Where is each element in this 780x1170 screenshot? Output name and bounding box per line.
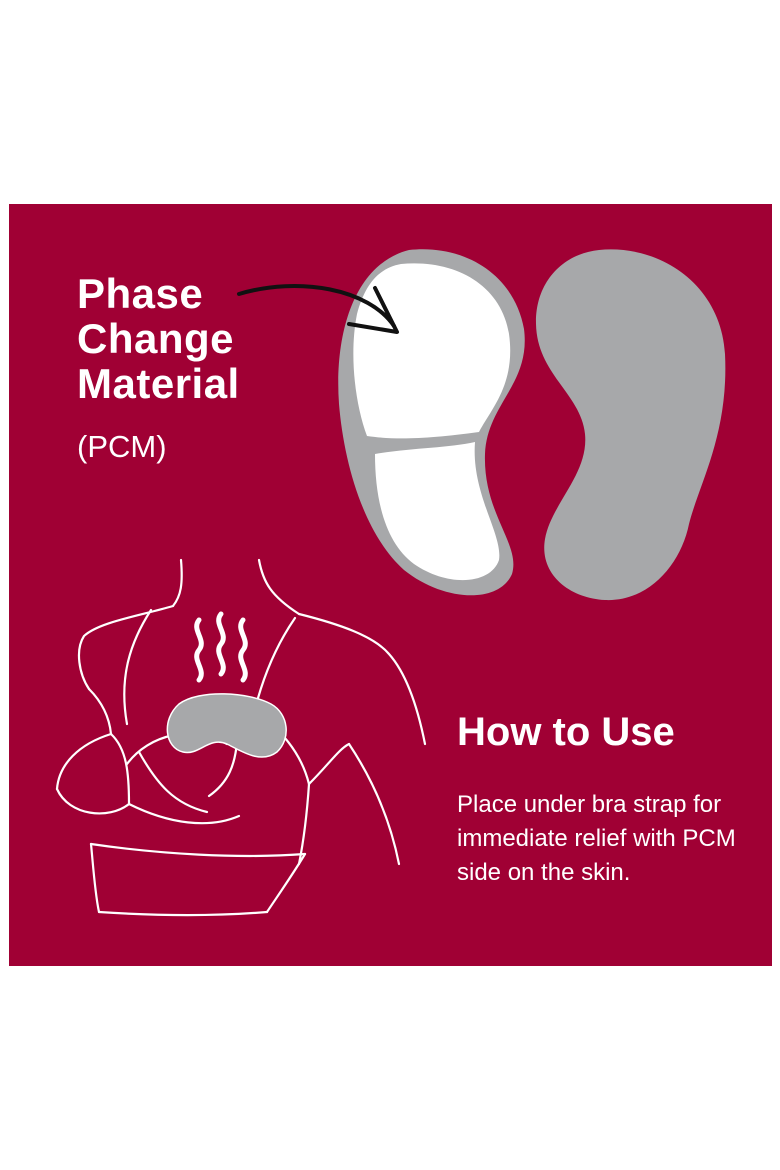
heading-line-3: Material xyxy=(77,360,240,407)
heading-abbreviation: (PCM) xyxy=(77,429,167,464)
pcm-pad-back-icon xyxy=(535,249,726,601)
how-to-use-title: How to Use xyxy=(457,710,675,754)
pcm-pad-on-body-icon xyxy=(166,693,287,758)
product-info-panel: Phase Change Material (PCM) xyxy=(9,204,772,966)
curved-arrow-icon xyxy=(237,284,399,334)
how-to-use-text: Place under bra strap for immediate reli… xyxy=(457,791,736,886)
pcm-pads-illustration xyxy=(237,249,726,601)
pcm-pad-front-icon xyxy=(338,249,525,596)
heading-line-2: Change xyxy=(77,315,235,362)
usage-illustration xyxy=(55,558,427,917)
heat-waves-icon xyxy=(194,611,248,683)
heading-line-1: Phase xyxy=(77,270,204,317)
